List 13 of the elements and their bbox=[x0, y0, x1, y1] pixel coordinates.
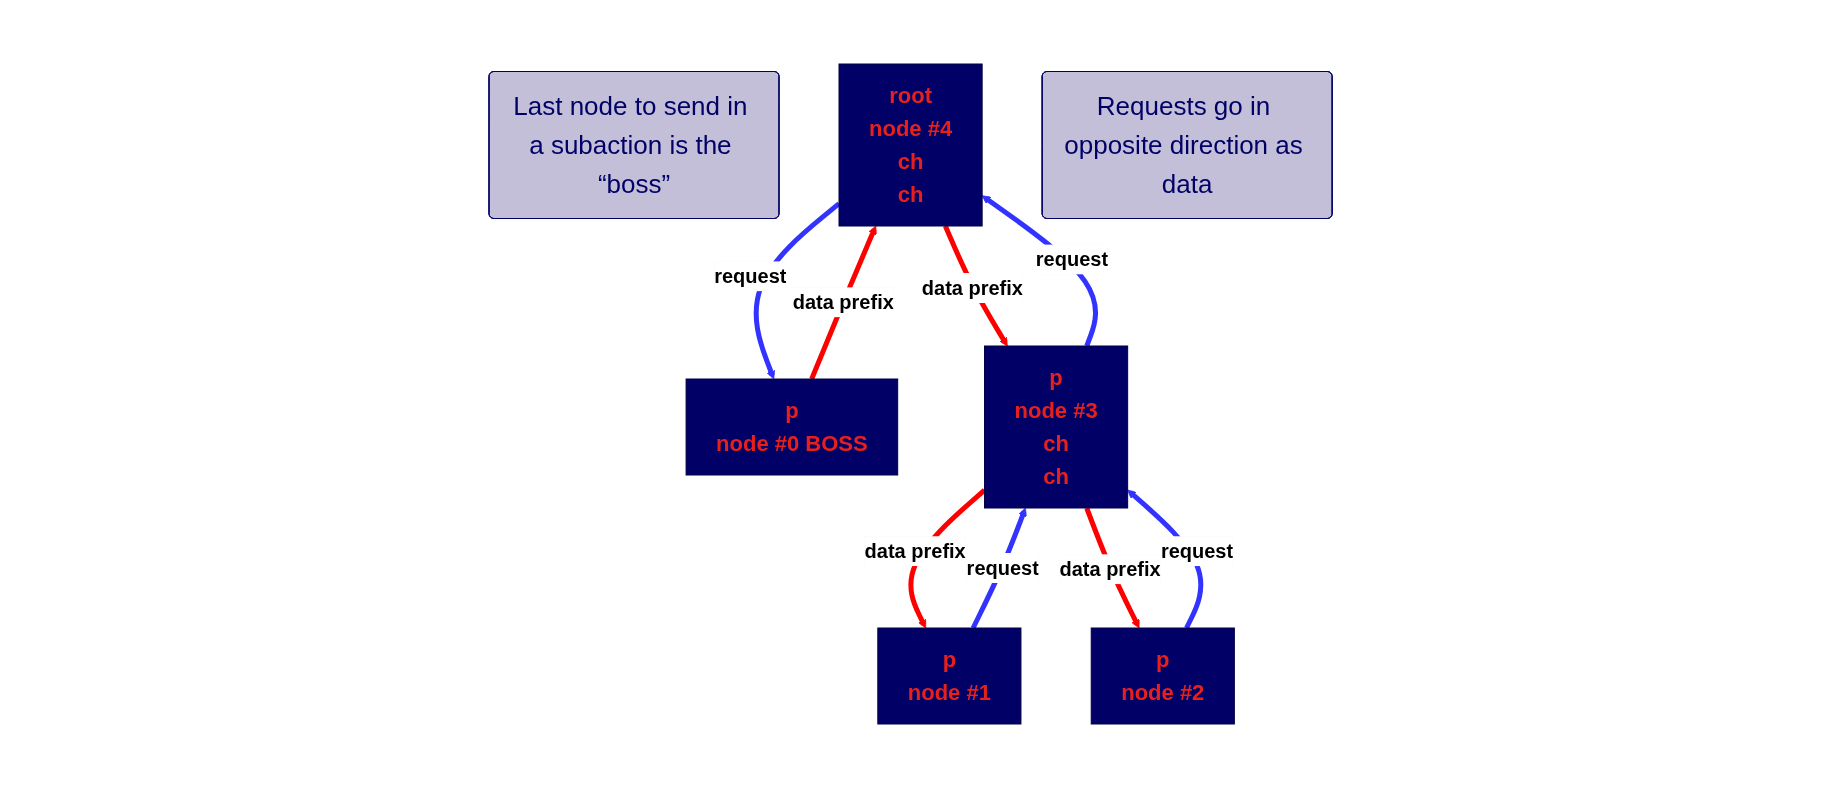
edge-label: data prefix bbox=[922, 277, 1024, 300]
node-box: root node #4 ch ch bbox=[838, 63, 984, 227]
node-box: p node #1 bbox=[877, 627, 1022, 725]
edge-label: data prefix bbox=[865, 540, 967, 563]
edge-label: data prefix bbox=[793, 291, 895, 314]
node-box: p node #0 BOSS bbox=[686, 378, 899, 476]
edge-label: request bbox=[1036, 248, 1109, 271]
edge-label: request bbox=[967, 557, 1040, 579]
node-box: p node #2 bbox=[1091, 627, 1236, 725]
edge-label: request bbox=[1161, 540, 1234, 563]
edge-label: data prefix bbox=[1059, 558, 1162, 581]
node-box: p node #3 ch ch bbox=[984, 345, 1129, 509]
edge-label: request bbox=[714, 265, 787, 288]
